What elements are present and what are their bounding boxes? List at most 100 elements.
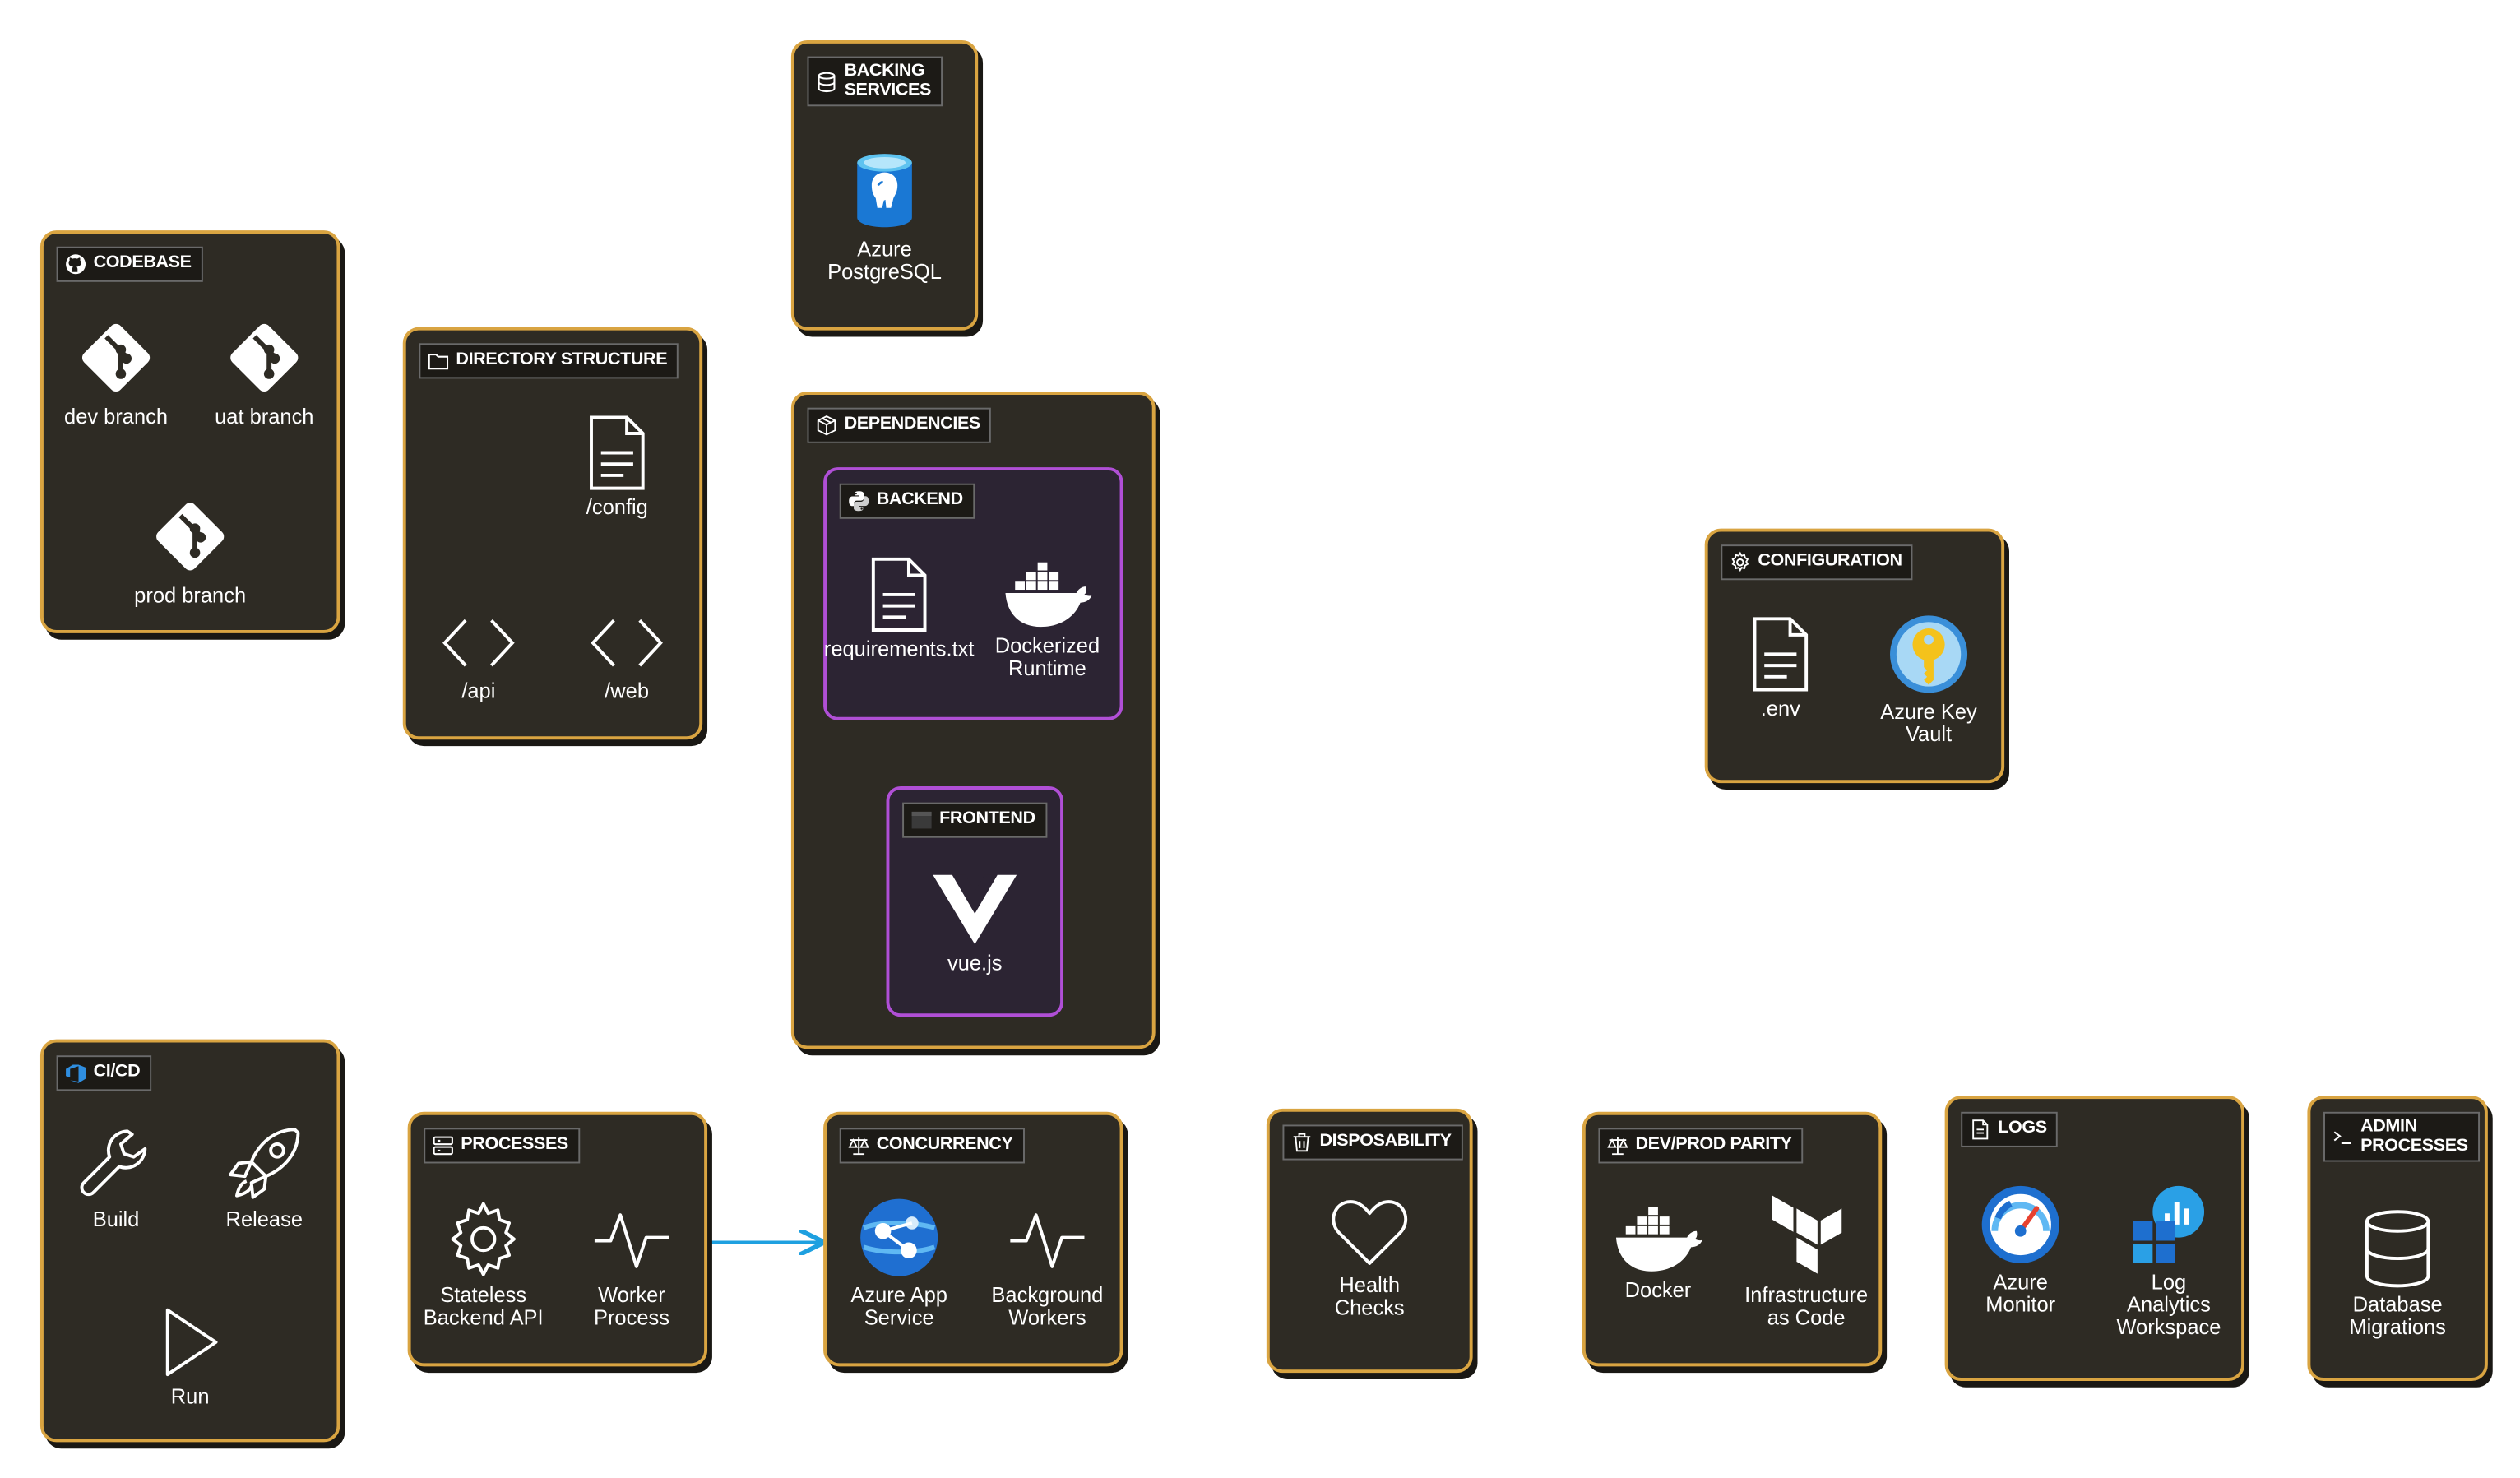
config-label: /config	[586, 494, 648, 519]
dev-prod-parity-title: DEV/PROD PARITY	[1635, 1134, 1792, 1155]
vuejs-item[interactable]: vue.js	[902, 870, 1047, 975]
health-checks-item[interactable]: Health Checks	[1297, 1196, 1442, 1320]
dockerized-runtime-item[interactable]: Dockerized Runtime	[975, 559, 1119, 680]
log-analytics-workspace-label: Log Analytics Workspace	[2116, 1269, 2221, 1340]
file-icon	[590, 415, 645, 490]
configuration-card[interactable]: CONFIGURATION .env Azure Key Vault	[1704, 528, 2005, 784]
backend-title: BACKEND	[876, 489, 963, 510]
frontend-group[interactable]: FRONTEND vue.js	[886, 786, 1064, 1017]
worker-process-item[interactable]: Worker Process	[559, 1199, 704, 1330]
azure-app-service-item[interactable]: Azure App Service	[827, 1196, 971, 1330]
cicd-tag: CI/CD	[56, 1055, 152, 1091]
disposability-card[interactable]: DISPOSABILITY Health Checks	[1266, 1108, 1473, 1374]
build-label: Build	[92, 1207, 140, 1231]
background-workers-item[interactable]: Background Workers	[975, 1199, 1119, 1330]
azure-key-vault-item[interactable]: Azure Key Vault	[1856, 612, 2001, 746]
release-item[interactable]: Release	[192, 1123, 336, 1230]
activity-icon	[1010, 1213, 1085, 1268]
git-branch-icon	[81, 323, 151, 392]
scale-icon	[1607, 1137, 1628, 1156]
build-item[interactable]: Build	[44, 1123, 188, 1230]
azure-monitor-item[interactable]: Azure Monitor	[1948, 1183, 2093, 1317]
backing-services-card[interactable]: BACKING SERVICES Azure PostgreSQL	[790, 39, 979, 331]
terminal-window-icon	[911, 811, 932, 829]
api-label: /api	[461, 678, 496, 703]
env-label: .env	[1760, 696, 1800, 720]
terminal-icon	[2333, 1130, 2351, 1144]
directory-structure-tag: DIRECTORY STRUCTURE	[419, 343, 679, 379]
azure-monitor-icon	[1981, 1185, 2059, 1263]
admin-processes-card[interactable]: ADMIN PROCESSES Database Migrations	[2307, 1096, 2488, 1381]
prod-branch-item[interactable]: prod branch	[118, 493, 262, 607]
log-analytics-workspace-item[interactable]: Log Analytics Workspace	[2096, 1183, 2241, 1339]
processes-title: PROCESSES	[461, 1134, 568, 1155]
backing-services-title: BACKING SERVICES	[844, 61, 932, 100]
docker-icon	[1615, 1207, 1702, 1272]
key-vault-icon	[1890, 615, 1968, 693]
play-icon	[165, 1308, 218, 1377]
dockerized-runtime-label: Dockerized Runtime	[994, 632, 1100, 680]
logs-card[interactable]: LOGS Azure Monitor Log Analytics Workspa…	[1944, 1096, 2245, 1381]
dev-branch-item[interactable]: dev branch	[44, 314, 188, 429]
backend-group[interactable]: BACKEND requirements.txt Dockerized Runt…	[823, 467, 1123, 720]
git-branch-icon	[230, 323, 299, 392]
azure-app-service-label: Azure App Service	[850, 1282, 947, 1330]
dependencies-tag: DEPENDENCIES	[807, 407, 992, 443]
release-label: Release	[225, 1207, 303, 1231]
vuejs-label: vue.js	[947, 950, 1003, 975]
concurrency-card[interactable]: CONCURRENCY Azure App Service Background…	[823, 1111, 1123, 1367]
config-folder-item[interactable]: /config	[544, 414, 689, 518]
gear-icon	[1731, 551, 1749, 572]
dev-branch-label: dev branch	[64, 404, 169, 429]
wrench-icon	[80, 1129, 147, 1197]
trash-icon	[1293, 1133, 1311, 1152]
frontend-title: FRONTEND	[939, 808, 1035, 829]
code-icon	[591, 619, 663, 667]
stateless-backend-api-item[interactable]: Stateless Backend API	[411, 1199, 556, 1330]
requirements-txt-item[interactable]: requirements.txt	[818, 556, 980, 660]
configuration-tag: CONFIGURATION	[1721, 544, 1914, 581]
database-migrations-item[interactable]: Database Migrations	[2325, 1208, 2470, 1339]
vuejs-icon	[933, 874, 1017, 945]
azure-devops-icon	[66, 1064, 86, 1083]
azure-postgresql-item[interactable]: Azure PostgreSQL	[812, 150, 957, 284]
backend-tag: BACKEND	[839, 483, 975, 519]
infrastructure-as-code-label: Infrastructure as Code	[1744, 1282, 1869, 1330]
cicd-card[interactable]: CI/CD Build Release Run	[39, 1039, 340, 1443]
frontend-tag: FRONTEND	[902, 802, 1047, 838]
infrastructure-as-code-item[interactable]: Infrastructure as Code	[1734, 1193, 1878, 1330]
dev-prod-parity-card[interactable]: DEV/PROD PARITY Docker Infrastructure as…	[1582, 1111, 1883, 1367]
dev-prod-parity-tag: DEV/PROD PARITY	[1598, 1128, 1804, 1164]
background-workers-label: Background Workers	[991, 1282, 1104, 1330]
file-icon	[871, 557, 927, 632]
prod-branch-label: prod branch	[134, 583, 247, 608]
dependencies-card[interactable]: DEPENDENCIES BACKEND requirements.txt Do…	[790, 392, 1156, 1049]
database-migrations-label: Database Migrations	[2349, 1292, 2446, 1340]
uat-branch-item[interactable]: uat branch	[192, 314, 336, 429]
github-icon	[66, 254, 86, 275]
docker-icon	[1005, 562, 1092, 628]
requirements-txt-label: requirements.txt	[823, 636, 975, 661]
run-item[interactable]: Run	[118, 1304, 262, 1408]
azure-key-vault-label: Azure Key Vault	[1880, 699, 1977, 747]
code-icon	[442, 619, 515, 667]
directory-structure-card[interactable]: DIRECTORY STRUCTURE /config /api /web	[402, 327, 703, 740]
processes-card[interactable]: PROCESSES Stateless Backend API Worker P…	[407, 1111, 708, 1367]
processes-tag: PROCESSES	[424, 1128, 580, 1164]
stateless-backend-api-label: Stateless Backend API	[423, 1282, 544, 1330]
directory-structure-title: DIRECTORY STRUCTURE	[456, 350, 668, 370]
disposability-tag: DISPOSABILITY	[1282, 1124, 1463, 1161]
docker-item[interactable]: Docker	[1586, 1203, 1730, 1302]
logs-title: LOGS	[1998, 1119, 2047, 1138]
env-file-item[interactable]: .env	[1708, 615, 1853, 720]
web-folder-item[interactable]: /web	[554, 610, 699, 702]
azure-postgresql-icon	[857, 154, 912, 228]
codebase-card[interactable]: CODEBASE dev branch uat branch prod bran…	[39, 230, 340, 633]
dependencies-title: DEPENDENCIES	[844, 414, 981, 434]
azure-postgresql-label: Azure PostgreSQL	[827, 236, 942, 284]
api-folder-item[interactable]: /api	[406, 610, 551, 702]
log-analytics-icon	[2133, 1185, 2205, 1263]
web-label: /web	[605, 678, 649, 703]
heart-icon	[1332, 1200, 1408, 1265]
document-icon	[1972, 1119, 1989, 1140]
